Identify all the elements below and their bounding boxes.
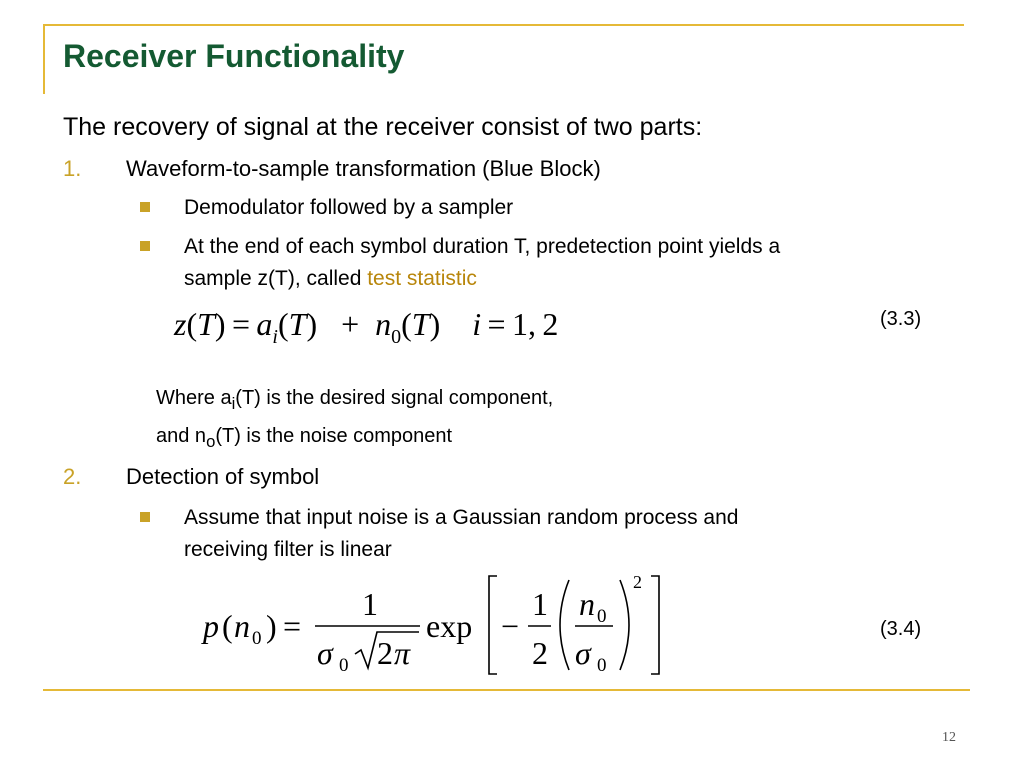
equation-3-4: p ( n 0 ) = 1 σ 0 2 π exp − 1 2 n 0 σ 0 … [201,572,660,676]
svg-text:2: 2 [633,572,642,592]
frame-top-rule [43,24,964,26]
svg-text:n: n [234,608,250,644]
svg-text:0: 0 [597,655,607,676]
where-line-1-a: Where a [156,387,232,409]
svg-text:2: 2 [377,635,393,671]
bullet-square-icon [140,241,150,251]
svg-text:π: π [394,635,411,671]
svg-text:σ: σ [575,635,592,671]
item-1-bullet-1: Demodulator followed by a sampler [184,196,514,219]
frame-bottom-rule [43,689,970,691]
svg-text:=: = [283,608,301,644]
frame-left-rule [43,24,45,94]
equation-3-4-label: (3.4) [880,618,922,640]
where-line-2-b: (T) is the noise component [215,425,453,447]
equation-3-3-label: (3.3) [880,308,922,330]
svg-text:2: 2 [532,635,548,671]
where-line-2: and no(T) is the noise component [156,425,452,452]
where-line-1-b: (T) is the desired signal component, [235,387,554,409]
item-2-bullet-1: Assume that input noise is a Gaussian ra… [184,506,739,529]
item-1-text: Waveform-to-sample transformation (Blue … [126,156,601,181]
bullet-square-icon [140,512,150,522]
item-1-bullet-2-text: sample z(T), called [184,267,368,290]
svg-text:1: 1 [532,586,548,622]
page-number: 12 [942,730,956,745]
where-line-1-sub: i [231,394,236,413]
svg-text:0: 0 [339,655,349,676]
item-2-bullet-2: receiving filter is linear [184,538,392,561]
svg-text:1: 1 [362,586,378,622]
svg-text:σ: σ [317,635,334,671]
intro-text: The recovery of signal at the receiver c… [63,113,703,141]
equation-3-3: z(T) = ai(T) + n0(T) i = 1, 2 [174,306,559,348]
svg-text:−: − [501,608,519,644]
bullet-square-icon [140,202,150,212]
svg-text:(: ( [222,608,233,644]
svg-text:p: p [201,608,219,644]
test-statistic-highlight: test statistic [367,267,477,290]
slide-title: Receiver Functionality [63,38,405,74]
svg-text:exp: exp [426,608,472,644]
item-1-number: 1. [63,156,82,181]
svg-text:n: n [579,586,595,622]
item-2-number: 2. [63,464,82,489]
item-1-bullet-2-cont: sample z(T), called test statistic [184,267,477,291]
where-line-1: Where ai(T) is the desired signal compon… [156,387,553,414]
where-line-2-a: and n [156,425,207,447]
svg-text:0: 0 [252,628,262,649]
item-1-bullet-2: At the end of each symbol duration T, pr… [184,235,781,258]
svg-text:): ) [266,608,277,644]
where-line-2-sub: o [206,432,216,451]
svg-text:0: 0 [597,606,607,627]
item-2-text: Detection of symbol [126,464,320,489]
